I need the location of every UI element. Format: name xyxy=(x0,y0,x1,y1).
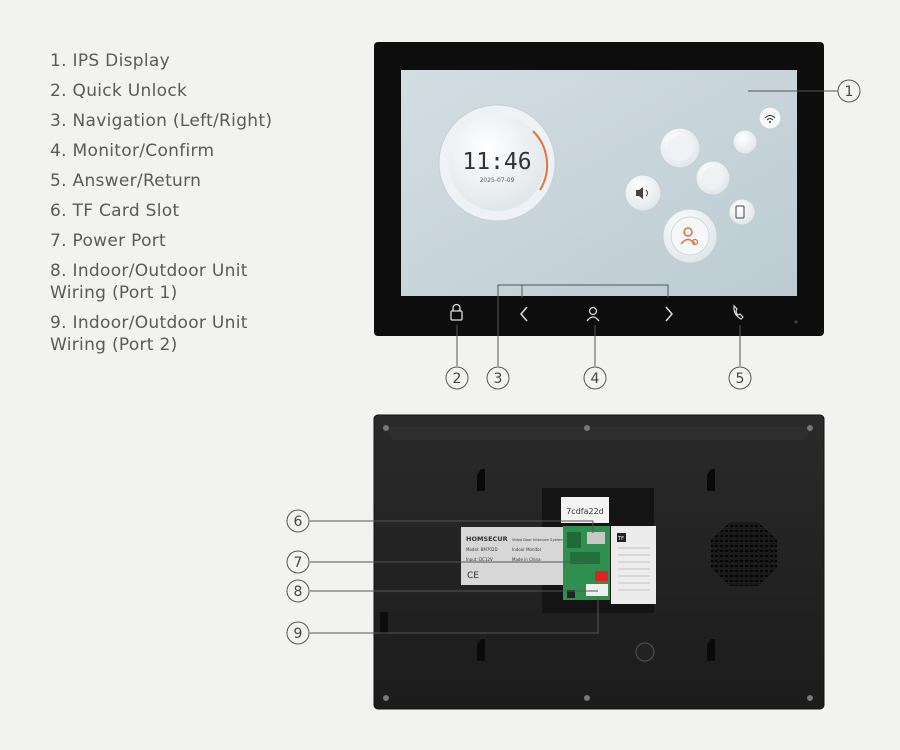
callout-7: 7 xyxy=(286,550,310,574)
lock-icon xyxy=(450,310,463,321)
person-icon xyxy=(588,306,598,316)
legend-item-6: 6. TF Card Slot xyxy=(50,201,180,221)
legend-item-9: 9. Indoor/Outdoor Unit Wiring (Port 2) xyxy=(50,313,248,355)
svg-text:1: 1 xyxy=(845,84,854,100)
power-port[interactable] xyxy=(595,571,608,581)
svg-text:2: 2 xyxy=(453,371,462,387)
monitor-confirm-button[interactable] xyxy=(586,306,600,322)
tf-badge xyxy=(617,533,626,542)
legend-item-5: 5. Answer/Return xyxy=(50,171,202,191)
svg-text:9: 9 xyxy=(294,626,303,642)
callout-8: 8 xyxy=(286,579,310,603)
callouts xyxy=(310,90,838,634)
unlock-button[interactable] xyxy=(450,303,463,321)
ce-mark: CE xyxy=(467,571,479,581)
product-label: HOMSECUR Video Door Intercom System Mode… xyxy=(461,527,565,585)
svg-text:8: 8 xyxy=(294,584,303,600)
callout-markers: 1 2 3 4 5 6 7 8 9 xyxy=(286,79,861,645)
callout-9: 9 xyxy=(286,621,310,645)
label-type: Indoor Monitor xyxy=(512,547,542,552)
callout-1: 1 xyxy=(837,79,861,103)
svg-text:3: 3 xyxy=(494,371,503,387)
label-model: Model: BM702D xyxy=(466,547,498,552)
front-monitor: 11:46 2025-07-09 xyxy=(374,42,824,336)
door-phone-icon[interactable] xyxy=(728,198,756,226)
callout-3: 3 xyxy=(486,366,510,390)
screen-icons xyxy=(624,106,782,264)
clock-progress-arc xyxy=(532,130,549,191)
svg-text:5: 5 xyxy=(736,371,745,387)
legend-item-1: 1. IPS Display xyxy=(50,51,170,71)
phone-answer-button[interactable] xyxy=(733,304,744,320)
label-brand: HOMSECUR xyxy=(466,535,508,543)
legend-item-7: 7. Power Port xyxy=(50,231,167,251)
label-origin: Made in China xyxy=(512,557,541,562)
legend-item-4: 4. Monitor/Confirm xyxy=(50,141,215,161)
legend-item-8: 8. Indoor/Outdoor Unit Wiring (Port 1) xyxy=(50,261,248,303)
callout-2: 2 xyxy=(445,366,469,390)
nav-left-button[interactable] xyxy=(520,306,528,322)
back-panel: HOMSECUR Video Door Intercom System Mode… xyxy=(373,414,825,710)
mount-hole xyxy=(635,642,655,662)
status-led xyxy=(794,320,798,324)
clock-date: 2025-07-09 xyxy=(480,177,515,184)
speaker-grill xyxy=(711,522,777,586)
svg-text:7: 7 xyxy=(294,555,303,571)
tf-card-slot[interactable] xyxy=(587,532,605,544)
legend-item-2: 2. Quick Unlock xyxy=(50,81,188,101)
clock-widget: 11:46 2025-07-09 xyxy=(438,104,556,222)
clock-time: 11:46 xyxy=(462,149,531,175)
person-search-icon xyxy=(683,227,693,237)
label-input: Input: DC12V xyxy=(466,557,493,562)
svg-text:6: 6 xyxy=(294,514,303,530)
label-subtitle: Video Door Intercom System xyxy=(512,538,564,542)
sticker-code: 7cdfa22d xyxy=(566,507,604,516)
wiring-port-1[interactable] xyxy=(586,584,608,596)
nav-right-button[interactable] xyxy=(665,306,673,322)
callout-5: 5 xyxy=(728,366,752,390)
legend-item-3: 3. Navigation (Left/Right) xyxy=(50,111,273,131)
svg-text:4: 4 xyxy=(591,371,600,387)
callout-4: 4 xyxy=(583,366,607,390)
callout-6: 6 xyxy=(286,509,310,533)
tf-label: TF xyxy=(617,536,624,542)
code-sticker xyxy=(561,497,609,523)
legend: 1. IPS Display 2. Quick Unlock 3. Naviga… xyxy=(50,50,350,364)
